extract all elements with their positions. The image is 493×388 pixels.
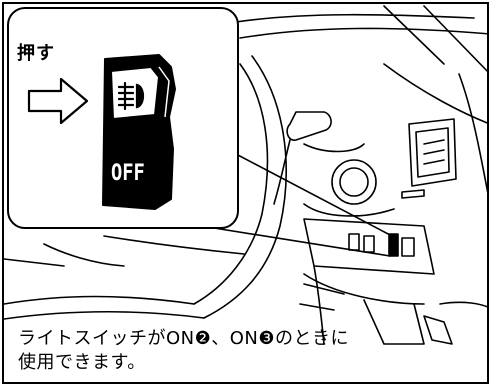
caption-line-1: ライトスイッチがON❷、ON❸のときに — [18, 328, 350, 349]
caption: ライトスイッチがON❷、ON❸のときに 使用できます。 — [18, 327, 458, 375]
figure-frame: 押す OFF ライトスイッチがON❷、ON❸のときに — [2, 2, 489, 384]
push-arrow-icon — [27, 77, 89, 125]
switch-off-label: OFF — [111, 161, 145, 186]
switch-closeup — [27, 54, 176, 210]
switch-inset: 押す OFF — [7, 7, 239, 229]
push-label: 押す — [17, 43, 55, 64]
front-fog-lamp-icon — [117, 81, 145, 111]
caption-line-2: 使用できます。 — [18, 352, 146, 373]
dashboard-illustration — [4, 5, 487, 345]
